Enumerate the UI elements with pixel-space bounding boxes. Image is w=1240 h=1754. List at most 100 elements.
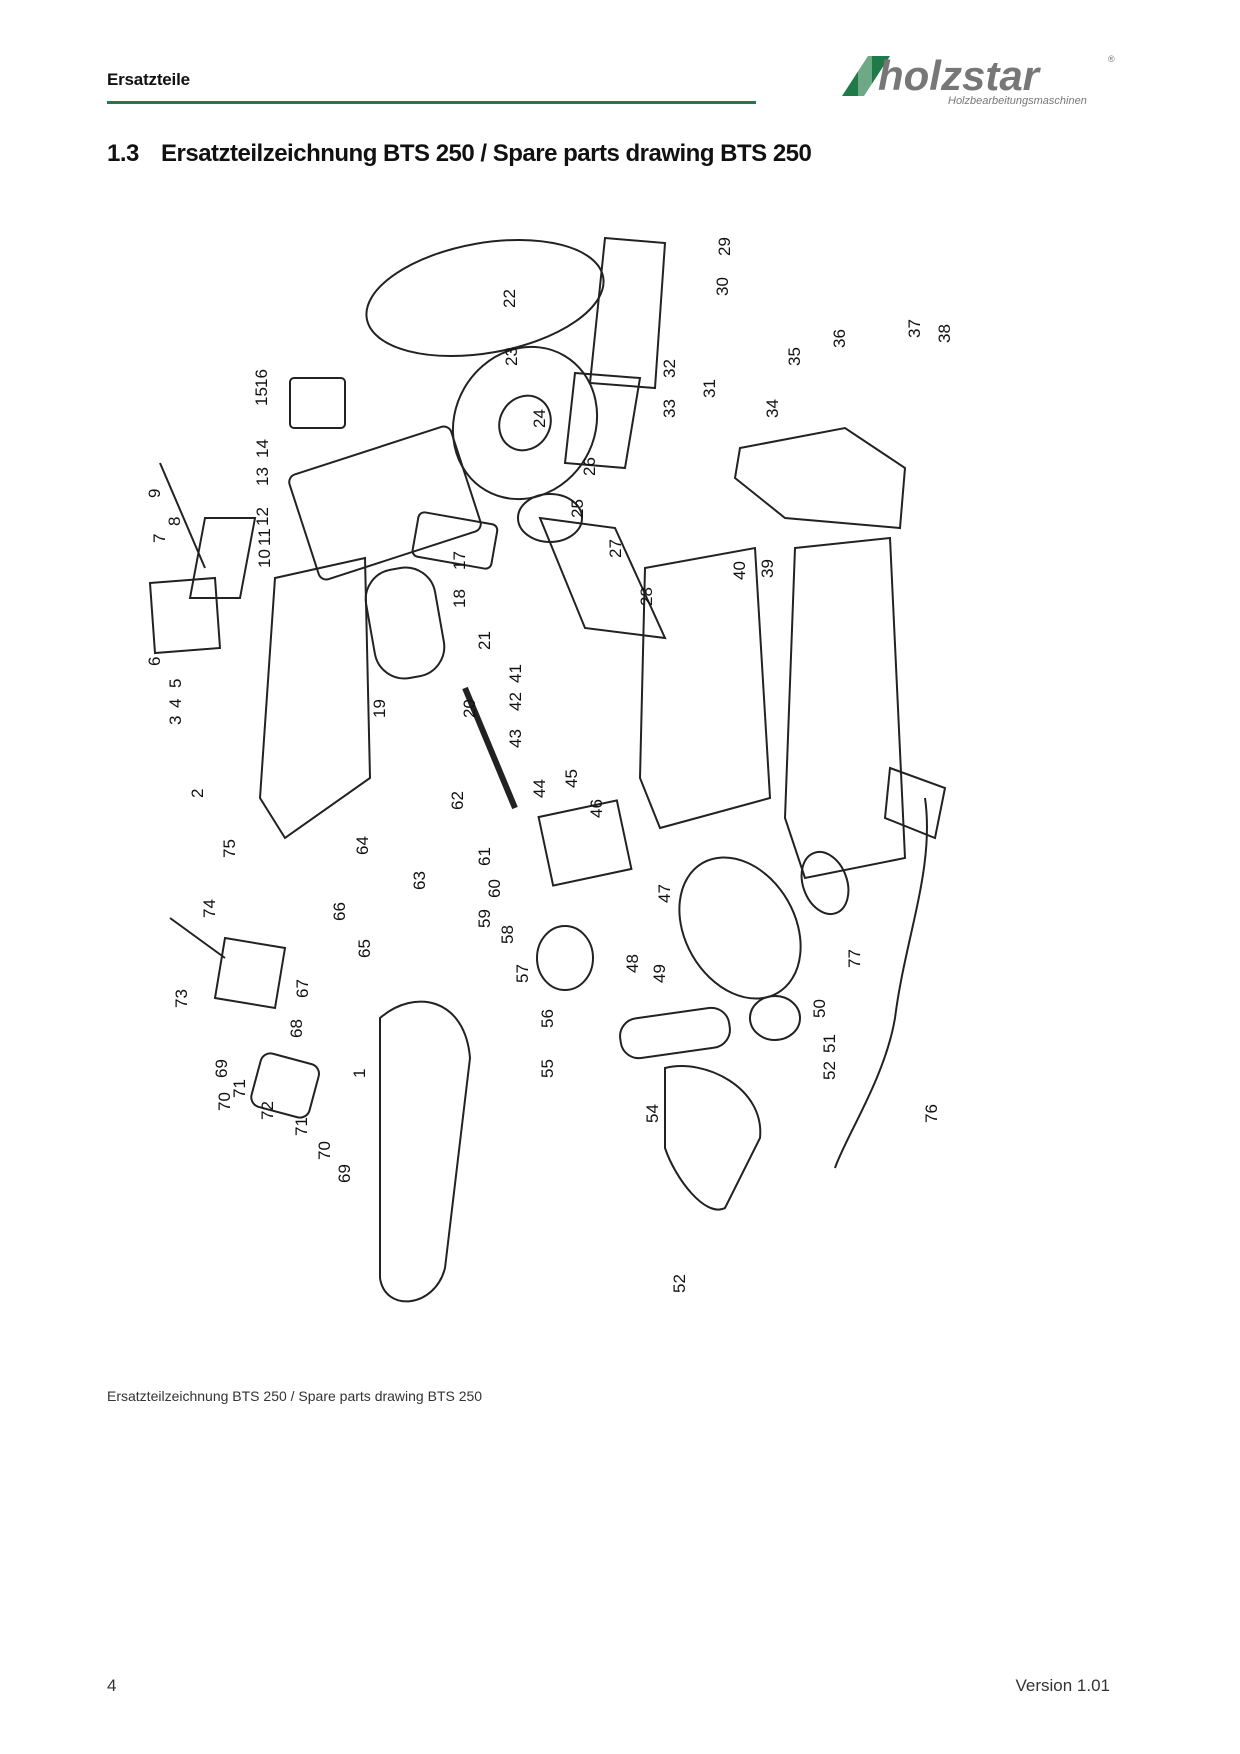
logo-registered-mark: ® <box>1108 54 1115 64</box>
callout-label: 4 <box>166 699 185 708</box>
part-57-pulley <box>536 925 594 991</box>
part-72-motor <box>250 1052 320 1119</box>
callout-label: 49 <box>650 964 669 983</box>
part-22-belt-ring <box>365 238 605 358</box>
callout-label: 48 <box>623 954 642 973</box>
callout-label: 32 <box>660 359 679 378</box>
callout-label: 62 <box>448 791 467 810</box>
callout-label: 69 <box>212 1059 231 1078</box>
callout-label: 31 <box>700 379 719 398</box>
callout-label: 63 <box>410 871 429 890</box>
callout-label: 52 <box>820 1061 839 1080</box>
part-2-arm-housing <box>258 556 372 840</box>
part-24-wheel <box>451 345 599 501</box>
callout-label: 56 <box>538 1009 557 1028</box>
callout-label: 19 <box>370 699 389 718</box>
part-39-base-frame <box>783 536 907 880</box>
callout-label: 11 <box>255 528 274 546</box>
callout-label: 33 <box>660 399 679 418</box>
callout-label: 18 <box>450 589 469 608</box>
part-1-belt-guard <box>379 1000 472 1303</box>
callout-label: 27 <box>606 539 625 558</box>
part-76-plug <box>883 766 947 840</box>
part-7-plate <box>148 576 222 655</box>
logo-brand: holzstar <box>878 52 1042 99</box>
part-74-bracket <box>213 936 287 1010</box>
callout-label: 71 <box>292 1117 311 1136</box>
callout-label: 73 <box>172 989 191 1008</box>
figure-caption: Ersatzteilzeichnung BTS 250 / Spare part… <box>107 1388 483 1404</box>
callout-label: 40 <box>730 561 749 580</box>
part-73-rod <box>169 917 226 959</box>
callout-label: 12 <box>253 507 272 526</box>
callout-label: 64 <box>353 836 372 855</box>
callout-label: 30 <box>713 277 732 296</box>
page-number: 4 <box>107 1676 117 1695</box>
callout-label: 61 <box>475 847 494 866</box>
part-76-cable <box>834 797 928 1169</box>
callout-label: 60 <box>485 879 504 898</box>
part-33-table-rail <box>563 371 642 470</box>
callout-label: 7 <box>150 534 169 543</box>
callout-label: 13 <box>253 467 272 486</box>
part-40-cabinet <box>638 546 772 830</box>
callout-label: 77 <box>845 949 864 968</box>
callout-label: 38 <box>935 324 954 343</box>
callout-label: 29 <box>715 237 734 256</box>
callout-label: 28 <box>637 587 656 606</box>
part-17-plate <box>411 511 499 570</box>
part-15-switch <box>289 377 346 429</box>
version-label: Version 1.01 <box>1015 1676 1110 1695</box>
drawing-callouts: 1 2 3 4 5 6 7 8 9 10 11 12 13 14 15 16 1… <box>145 237 954 1293</box>
callout-label: 75 <box>220 839 239 858</box>
part-8-platen <box>188 517 257 599</box>
callout-label: 65 <box>355 939 374 958</box>
callout-label: 36 <box>830 329 849 348</box>
callout-label: 74 <box>200 899 219 918</box>
part-77-ring <box>800 851 850 915</box>
callout-label: 34 <box>763 399 782 418</box>
callout-label: 6 <box>145 657 164 666</box>
callout-label: 67 <box>293 979 312 998</box>
spare-parts-drawing: 1 2 3 4 5 6 7 8 9 10 11 12 13 14 15 16 1… <box>145 236 954 1303</box>
part-32-table <box>588 236 667 390</box>
part-20-cylinder <box>364 566 446 680</box>
part-47-motor <box>678 856 802 1000</box>
part-9-rod <box>159 462 206 569</box>
callout-label: 68 <box>287 1019 306 1038</box>
part-34-guard <box>733 426 907 530</box>
callout-label: 15 <box>252 387 271 406</box>
callout-label: 9 <box>145 489 164 498</box>
callout-label: 17 <box>450 551 469 570</box>
callout-label: 21 <box>475 631 494 650</box>
section-title: Ersatzteilzeichnung BTS 250 / Spare part… <box>161 140 812 167</box>
callout-label: 35 <box>785 347 804 366</box>
callout-label: 54 <box>643 1104 662 1123</box>
callout-label: 8 <box>165 517 184 526</box>
callout-label: 20 <box>460 699 479 718</box>
callout-label: 37 <box>905 319 924 338</box>
callout-label: 52 <box>670 1274 689 1293</box>
callout-label: 57 <box>513 964 532 983</box>
callout-label: 47 <box>655 884 674 903</box>
callout-label: 5 <box>166 679 185 688</box>
callout-label: 44 <box>530 779 549 798</box>
callout-label: 22 <box>500 289 519 308</box>
callout-label: 25 <box>568 499 587 518</box>
part-62-shaft <box>462 686 518 810</box>
callout-label: 59 <box>475 909 494 928</box>
callout-label: 55 <box>538 1059 557 1078</box>
callout-label: 70 <box>215 1092 234 1111</box>
part-drive-belt <box>619 1006 731 1060</box>
callout-label: 14 <box>253 439 272 458</box>
part-46-bracket <box>537 799 633 887</box>
callout-label: 24 <box>530 409 549 428</box>
callout-label: 58 <box>498 925 517 944</box>
callout-label: 1 <box>350 1069 369 1078</box>
callout-label: 70 <box>315 1141 334 1160</box>
callout-label: 51 <box>820 1034 839 1053</box>
callout-label: 72 <box>258 1101 277 1120</box>
callout-label: 2 <box>188 789 207 798</box>
logo-tagline: Holzbearbeitungsmaschinen <box>948 95 1087 107</box>
